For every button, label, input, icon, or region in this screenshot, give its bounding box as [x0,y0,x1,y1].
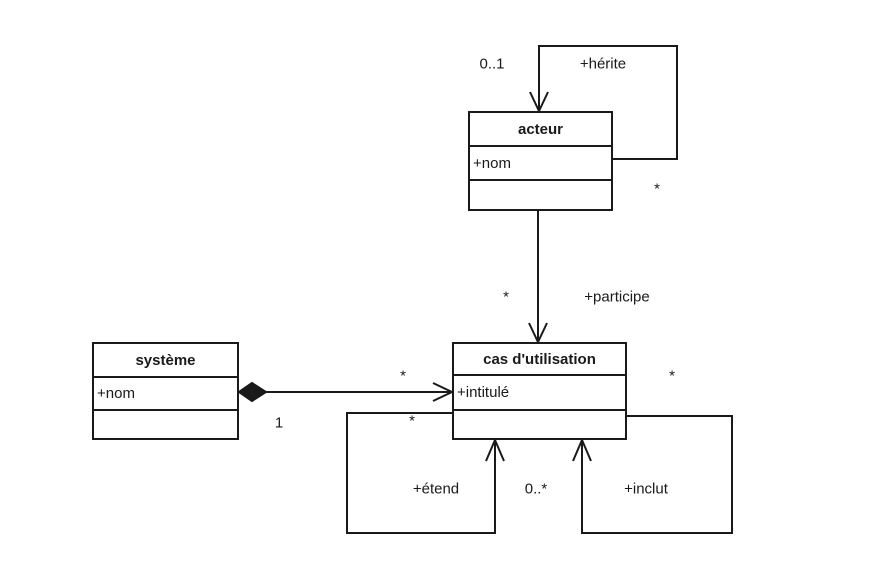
class-systeme-name: système [94,344,237,378]
class-cas-utilisation-name: cas d'utilisation [454,344,625,376]
multiplicity-composition-cas: * [400,367,406,385]
class-systeme-attribute: +nom [94,378,237,411]
class-systeme: système +nom [92,342,239,440]
association-inclut-line [572,415,733,534]
association-composition-line [237,381,455,403]
multiplicity-composition-system: 1 [274,414,284,432]
class-systeme-operations [94,411,237,438]
multiplicity-etend-inclut-shared: 0..* [524,480,548,498]
class-cas-utilisation: cas d'utilisation +intitulé [452,342,627,440]
multiplicity-participe-actor: * [503,288,509,306]
class-acteur-name: acteur [470,113,611,147]
class-acteur-operations [470,181,611,209]
arrowhead-inclut [572,437,592,462]
multiplicity-herite-target: * [654,180,660,198]
class-acteur-attribute: +nom [470,147,611,181]
label-herite: +hérite [579,55,627,73]
association-etend-line [346,412,505,534]
multiplicity-herite-source: 0..1 [479,55,505,73]
class-cas-utilisation-attribute: +intitulé [454,376,625,411]
arrowhead-etend [485,437,505,462]
composition-diamond [237,381,268,403]
label-etend: +étend [412,480,460,498]
multiplicity-etend: * [409,412,415,430]
class-acteur: acteur +nom [468,111,613,211]
association-participe-line [528,211,548,345]
label-inclut: +inclut [624,480,668,498]
class-cas-utilisation-operations [454,411,625,438]
multiplicity-inclut: * [669,367,675,385]
label-participe: +participe [584,288,650,306]
